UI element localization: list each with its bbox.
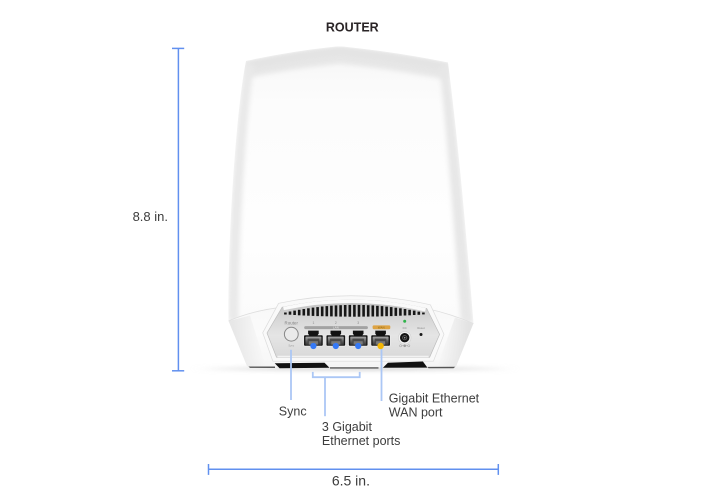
svg-text:Gigabit Ethernet: Gigabit Ethernet [389,392,480,406]
svg-text:Ethernet ports: Ethernet ports [322,434,401,448]
svg-text:6.5 in.: 6.5 in. [332,473,370,489]
svg-text:LAN: LAN [333,326,339,330]
svg-text:8.8 in.: 8.8 in. [133,209,168,224]
svg-text:3: 3 [357,321,359,325]
svg-text:ROUTER: ROUTER [326,21,379,35]
svg-text:Router: Router [285,321,299,326]
svg-text:Sync: Sync [279,405,307,419]
svg-text:Reset: Reset [417,326,425,330]
svg-text:Sync: Sync [288,343,294,347]
svg-text:2: 2 [335,321,337,325]
svg-text:DC: DC [403,326,407,330]
svg-text:3 Gigabit: 3 Gigabit [322,420,373,434]
svg-text:WAN port: WAN port [389,405,443,419]
svg-text:WAN: WAN [378,326,385,330]
svg-text:1: 1 [312,321,314,325]
